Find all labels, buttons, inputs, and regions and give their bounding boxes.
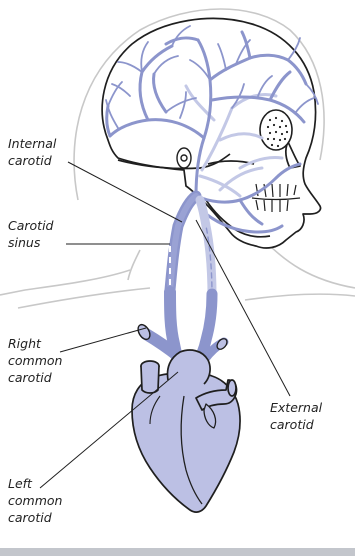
label-left-common-carotid: Left common carotid bbox=[8, 476, 66, 525]
shoulder-left-silhouette bbox=[0, 270, 130, 295]
label-external-carotid: External carotid bbox=[270, 400, 326, 432]
ear bbox=[177, 148, 191, 168]
eye-socket bbox=[260, 110, 292, 150]
neck-back-silhouette bbox=[128, 250, 140, 280]
chest-left-line bbox=[18, 288, 150, 308]
external-carotid-vessel bbox=[200, 200, 212, 296]
internal-carotid-vessel bbox=[170, 196, 196, 290]
heart bbox=[132, 350, 240, 512]
label-internal-carotid: Internal carotid bbox=[8, 136, 60, 168]
superior-vena-cava-trunk bbox=[141, 366, 159, 393]
chest-right-line bbox=[245, 294, 355, 300]
label-right-common-carotid: Right common carotid bbox=[8, 336, 66, 385]
pulmonary-artery-end bbox=[228, 380, 236, 396]
leader-right-common-carotid bbox=[60, 328, 146, 352]
label-carotid-sinus: Carotid sinus bbox=[8, 218, 57, 250]
bottom-divider-bar bbox=[0, 548, 355, 556]
leader-internal-carotid bbox=[68, 162, 182, 222]
